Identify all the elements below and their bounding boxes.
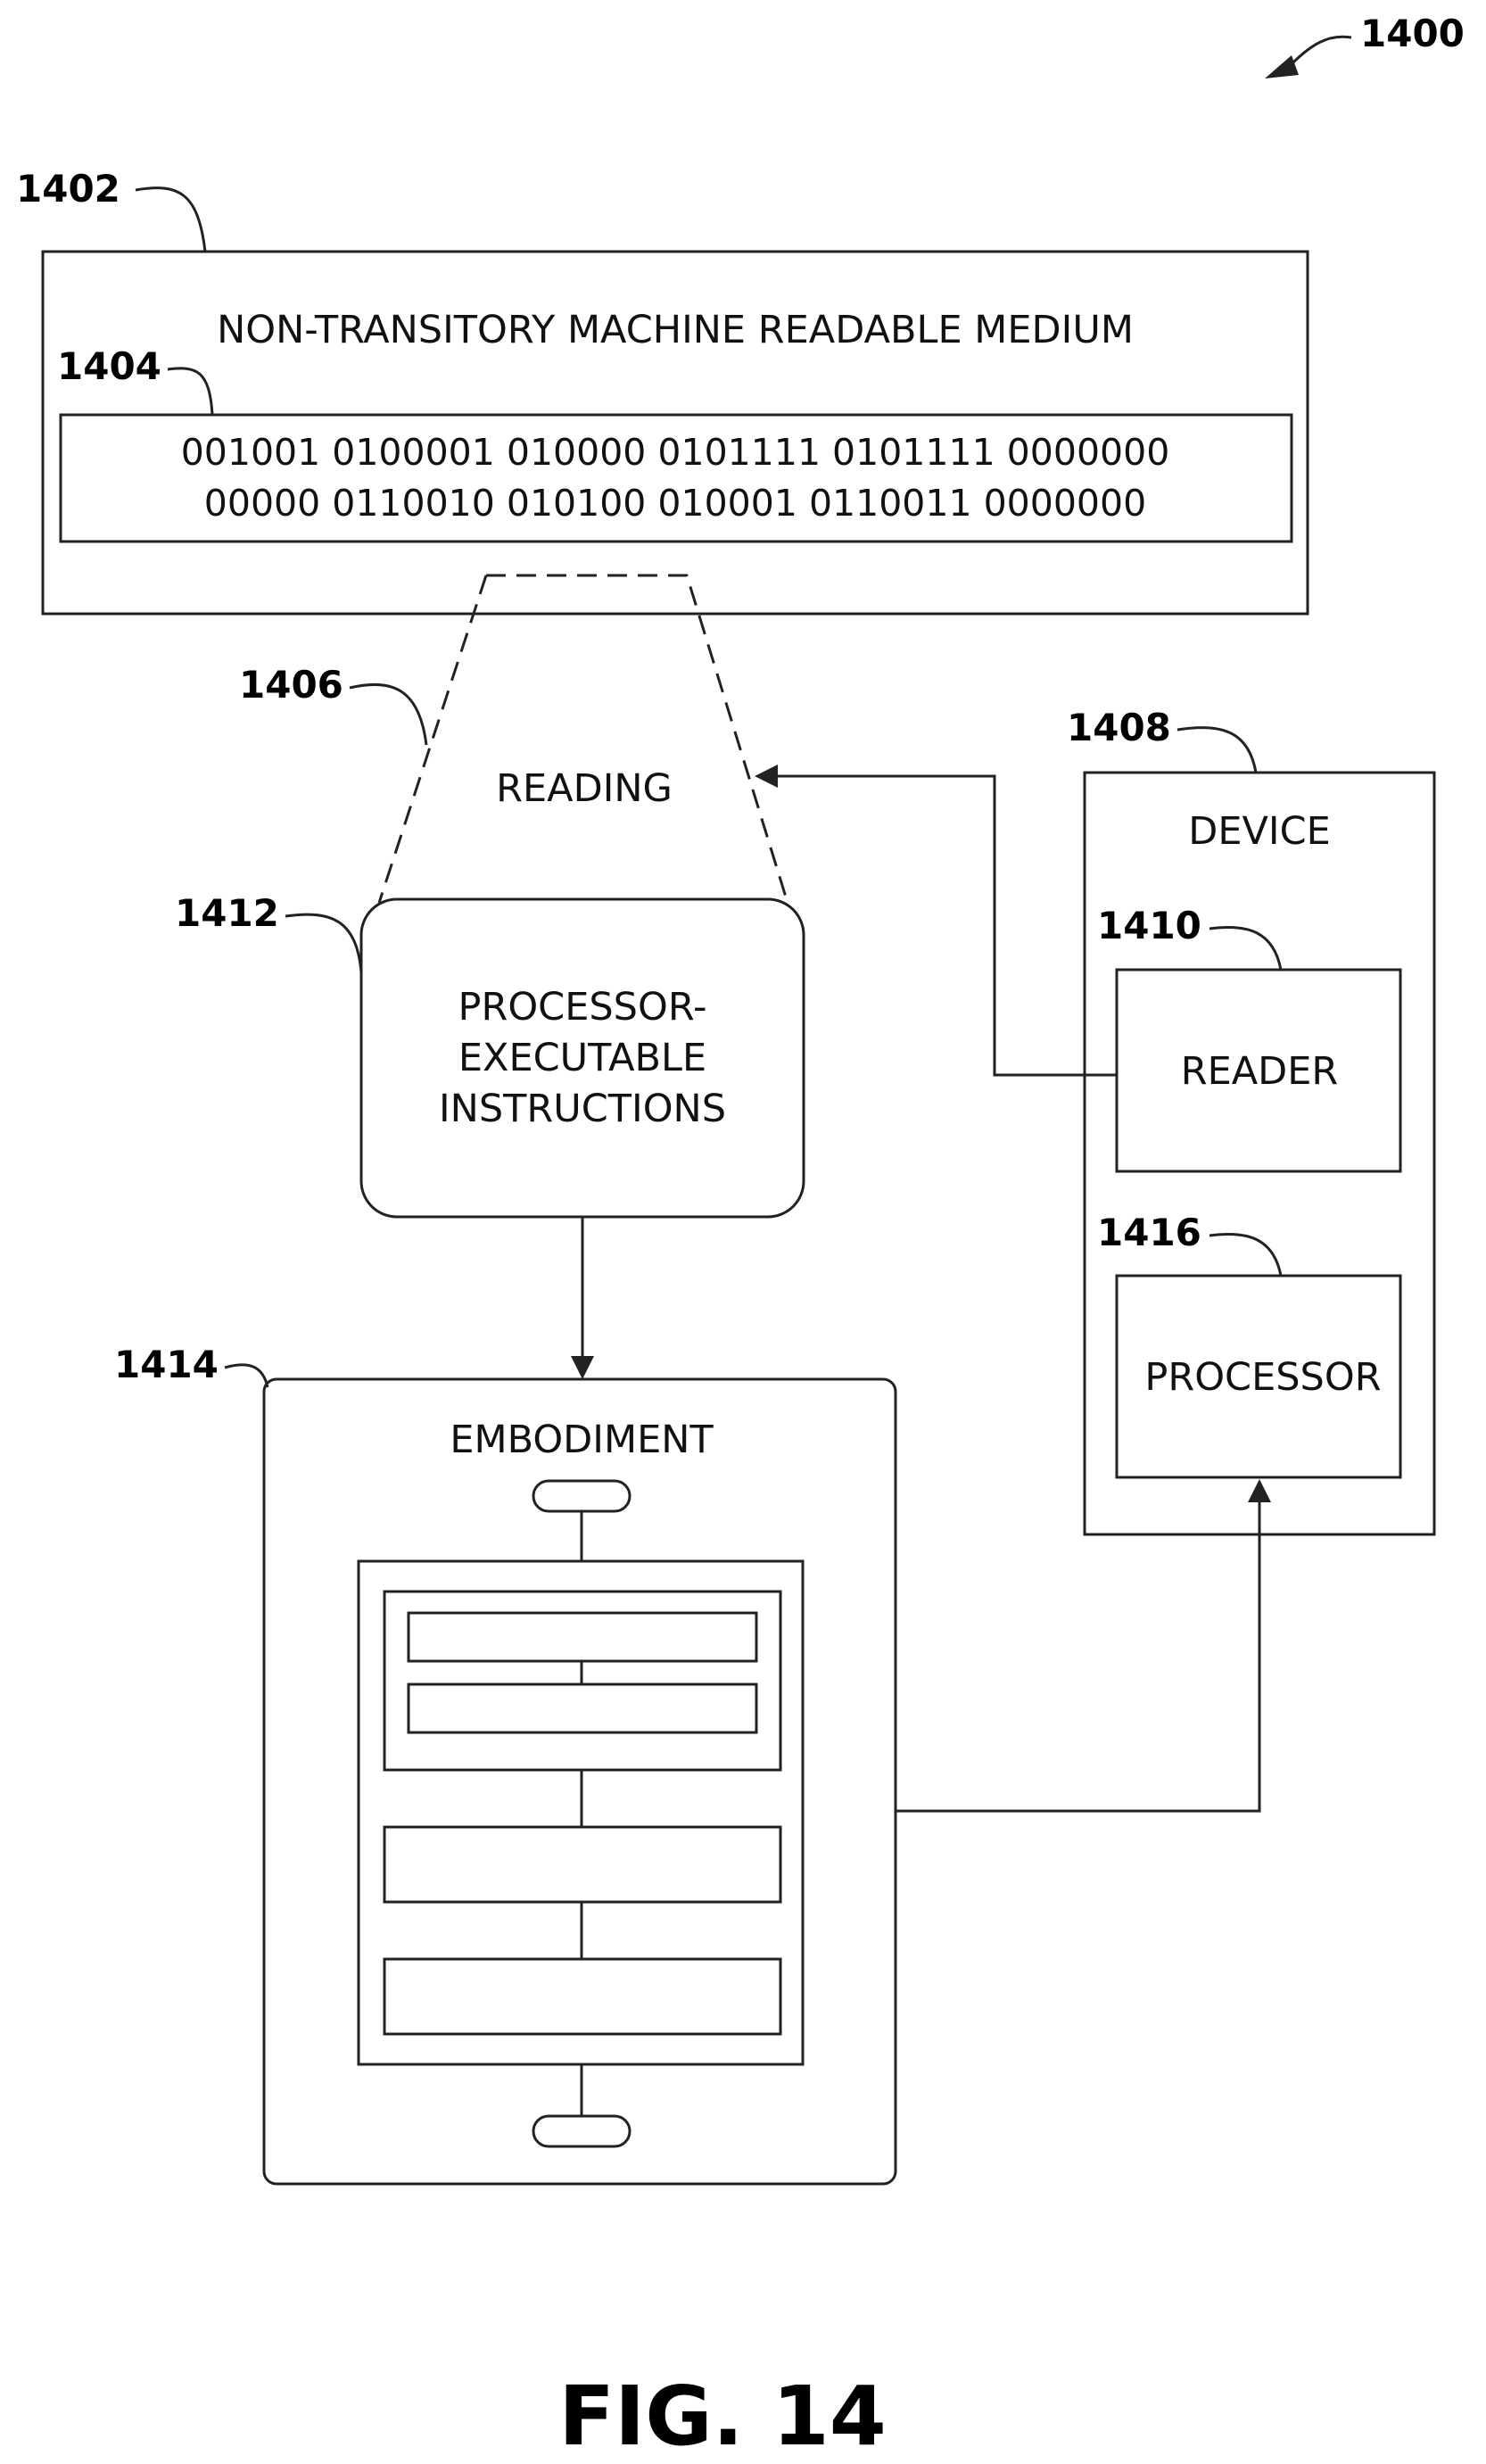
medium-ref-leader bbox=[136, 188, 205, 252]
embodiment-to-processor-connector bbox=[895, 1502, 1259, 1811]
binary-line-2: 00000 0110010 010100 010001 0110011 0000… bbox=[204, 482, 1146, 525]
flowchart-step-1a bbox=[409, 1613, 756, 1661]
reader-to-reading-arrowhead bbox=[755, 765, 778, 788]
figure-caption: FIG. 14 bbox=[558, 2369, 887, 2464]
processor-label: PROCESSOR bbox=[1144, 1355, 1381, 1400]
flowchart-step-1b bbox=[409, 1684, 756, 1732]
instructions-ref-leader bbox=[285, 914, 361, 972]
device-ref-leader bbox=[1177, 728, 1256, 773]
reading-ref-leader bbox=[350, 684, 426, 745]
reading-dashed-left bbox=[379, 575, 486, 903]
flowchart-step-3 bbox=[384, 1959, 780, 2034]
figure-ref-label: 1400 bbox=[1360, 12, 1465, 55]
data-block-ref-label: 1404 bbox=[57, 344, 161, 388]
reading-dashed-right bbox=[486, 575, 788, 903]
figure-ref-arrowhead bbox=[1265, 55, 1299, 79]
medium-ref-label: 1402 bbox=[16, 167, 120, 211]
reading-ref-label: 1406 bbox=[239, 663, 343, 707]
device-label: DEVICE bbox=[1188, 809, 1331, 854]
instructions-line-1: PROCESSOR- bbox=[458, 985, 707, 1029]
binary-line-1: 001001 0100001 010000 0101111 0101111 00… bbox=[181, 431, 1170, 474]
instructions-line-3: INSTRUCTIONS bbox=[439, 1087, 726, 1131]
flowchart-end-terminal bbox=[533, 2116, 630, 2146]
processor-ref-label: 1416 bbox=[1097, 1211, 1201, 1254]
reader-ref-label: 1410 bbox=[1097, 904, 1201, 947]
reader-to-reading-connector bbox=[776, 776, 1117, 1075]
reading-label: READING bbox=[496, 766, 673, 811]
flowchart-step-2 bbox=[384, 1827, 780, 1902]
processor-ref-leader bbox=[1209, 1234, 1281, 1276]
instructions-to-embodiment-arrowhead bbox=[571, 1356, 594, 1379]
medium-title: NON-TRANSITORY MACHINE READABLE MEDIUM bbox=[217, 308, 1134, 352]
embodiment-to-processor-arrowhead bbox=[1248, 1479, 1271, 1502]
embodiment-ref-label: 1414 bbox=[114, 1343, 219, 1386]
flowchart-start-terminal bbox=[533, 1481, 630, 1511]
device-box bbox=[1085, 773, 1434, 1534]
reader-ref-leader bbox=[1209, 927, 1281, 970]
instructions-line-2: EXECUTABLE bbox=[458, 1036, 706, 1080]
device-ref-label: 1408 bbox=[1067, 706, 1171, 749]
embodiment-label: EMBODIMENT bbox=[450, 1418, 714, 1462]
data-block-ref-leader bbox=[168, 368, 212, 415]
instructions-ref-label: 1412 bbox=[175, 891, 279, 935]
embodiment-ref-leader bbox=[225, 1365, 268, 1387]
reader-label: READER bbox=[1181, 1049, 1339, 1094]
